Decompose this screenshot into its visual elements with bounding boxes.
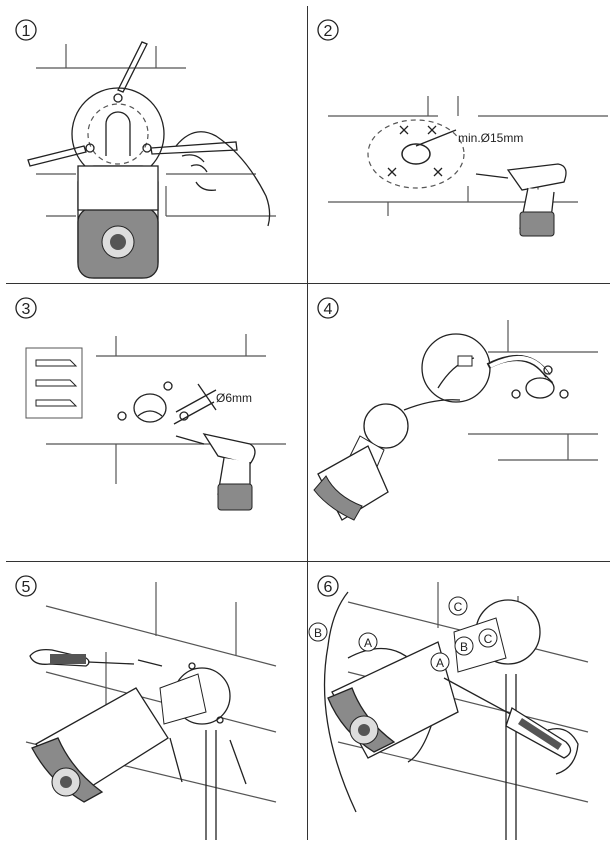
screw-icon xyxy=(169,737,183,783)
screwdriver-icon xyxy=(443,677,572,759)
step-6-panel: 6 xyxy=(308,562,610,840)
step-grid: 1 xyxy=(6,6,610,840)
camera-icon xyxy=(31,687,169,803)
callout-b-rotation: B xyxy=(314,626,322,640)
step-2-number: 2 xyxy=(324,23,333,40)
callout-b-mount: B xyxy=(460,640,468,654)
brick-wall xyxy=(328,96,608,216)
callout-a-mount: A xyxy=(436,656,444,670)
screwdriver-icon xyxy=(29,648,135,667)
camera-icon xyxy=(77,165,159,279)
rotation-arrow-icon xyxy=(323,591,357,813)
step-6-illustration: 6 xyxy=(308,575,589,840)
step-3-illustration: 3 Ø6mm xyxy=(15,297,286,511)
step-6-number: 6 xyxy=(324,579,333,596)
wall-plug-icon xyxy=(35,359,78,407)
rotation-arrow-icon xyxy=(547,727,579,775)
brick-wall xyxy=(36,44,276,217)
step-5-illustration: 5 xyxy=(15,575,277,840)
step-3-panel: 3 Ø6mm xyxy=(6,284,308,562)
step-3-number: 3 xyxy=(22,301,31,318)
step-2-illustration: 2 min.Ø15mm xyxy=(317,19,608,237)
pencil-icon xyxy=(117,41,148,93)
step-2-panel: 2 min.Ø15mm xyxy=(308,6,610,284)
callout-c-right: C xyxy=(484,632,493,646)
step-4-panel: 4 xyxy=(308,284,610,562)
brick-wall xyxy=(468,320,598,461)
callout-a-rotation: A xyxy=(364,636,372,650)
callout-c-top: C xyxy=(454,600,463,614)
hole-diameter-label: min.Ø15mm xyxy=(458,131,523,145)
step-number-circle xyxy=(15,19,37,41)
screw-icon xyxy=(137,659,163,667)
drill-icon xyxy=(475,163,567,237)
drill-bit-diameter-label: Ø6mm xyxy=(216,391,252,405)
camera-icon xyxy=(327,641,459,759)
screw-icon xyxy=(229,739,247,785)
hand xyxy=(175,131,271,227)
pencil-icon xyxy=(150,141,238,155)
step-4-number: 4 xyxy=(324,301,333,318)
camera-icon xyxy=(313,403,409,521)
drill-icon xyxy=(175,433,256,511)
step-1-number: 1 xyxy=(22,23,31,40)
step-1-illustration: 1 xyxy=(15,19,276,279)
step-5-panel: 5 xyxy=(6,562,308,840)
step-5-number: 5 xyxy=(22,579,31,596)
pencil-icon xyxy=(27,145,87,167)
step-4-illustration: 4 xyxy=(313,297,598,521)
step-1-panel: 1 xyxy=(6,6,308,284)
